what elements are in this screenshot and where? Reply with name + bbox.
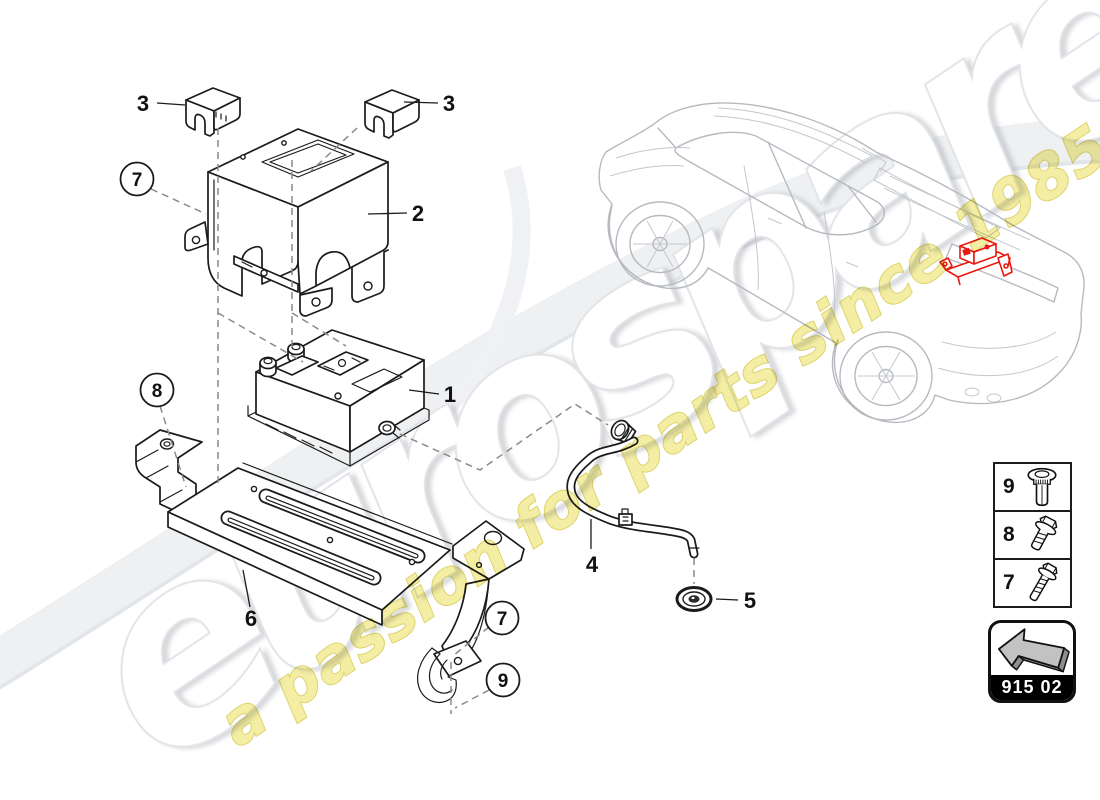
svg-text:9: 9 bbox=[498, 671, 509, 692]
legend-part-number: 8 bbox=[1003, 523, 1015, 546]
legend-row-bolt-short: 8 bbox=[995, 512, 1070, 560]
callout-6[interactable]: 6 bbox=[245, 606, 257, 631]
legend-row-rivet: 9 bbox=[995, 464, 1070, 512]
battery-drawing bbox=[247, 329, 430, 467]
diagram-code-box[interactable]: 915 02 bbox=[988, 620, 1076, 703]
cap-left-drawing bbox=[185, 87, 241, 137]
callout-1[interactable]: 1 bbox=[444, 382, 456, 407]
svg-text:7: 7 bbox=[497, 609, 508, 630]
assembly-dashed-lines bbox=[150, 127, 695, 714]
fastener-legend: 9 8 7 bbox=[993, 462, 1072, 608]
callout-7-top[interactable]: 7 bbox=[119, 161, 155, 197]
support-bracket-drawing bbox=[135, 429, 525, 703]
front-wheel bbox=[608, 201, 705, 287]
highlighted-part-location bbox=[939, 237, 1013, 286]
callout-7-bottom[interactable]: 7 bbox=[484, 600, 520, 636]
svg-text:7: 7 bbox=[132, 170, 143, 191]
grommet-drawing bbox=[675, 586, 713, 612]
cap-right-drawing bbox=[364, 89, 420, 139]
battery-cover-drawing bbox=[184, 128, 389, 317]
callout-leader-lines bbox=[156, 101, 739, 608]
callout-2[interactable]: 2 bbox=[412, 201, 424, 226]
callout-3-left[interactable]: 3 bbox=[137, 91, 149, 116]
flange-bolt-long-icon bbox=[1029, 562, 1058, 602]
rear-wheel bbox=[833, 331, 933, 421]
flange-bolt-short-icon bbox=[1030, 515, 1058, 551]
legend-row-bolt-long: 7 bbox=[995, 560, 1070, 606]
car-overview bbox=[598, 102, 1085, 424]
back-arrow-icon bbox=[991, 623, 1073, 675]
callout-5[interactable]: 5 bbox=[744, 588, 756, 613]
callout-8[interactable]: 8 bbox=[139, 372, 175, 408]
callout-3-right[interactable]: 3 bbox=[443, 91, 455, 116]
callouts: 3 3 2 1 4 5 6 7 8 7 9 bbox=[119, 91, 756, 698]
rivet-icon bbox=[1027, 467, 1057, 507]
diagram-code-band: 915 02 bbox=[991, 675, 1073, 700]
vent-hose-drawing bbox=[566, 419, 700, 559]
diagram-code: 915 02 bbox=[1001, 677, 1063, 697]
background-swoosh bbox=[0, 117, 1100, 690]
callout-4[interactable]: 4 bbox=[586, 552, 599, 577]
legend-part-number: 7 bbox=[1003, 571, 1015, 594]
callout-9[interactable]: 9 bbox=[485, 662, 521, 698]
legend-part-number: 9 bbox=[1003, 475, 1015, 498]
exploded-parts bbox=[135, 87, 713, 703]
svg-text:8: 8 bbox=[152, 381, 163, 402]
